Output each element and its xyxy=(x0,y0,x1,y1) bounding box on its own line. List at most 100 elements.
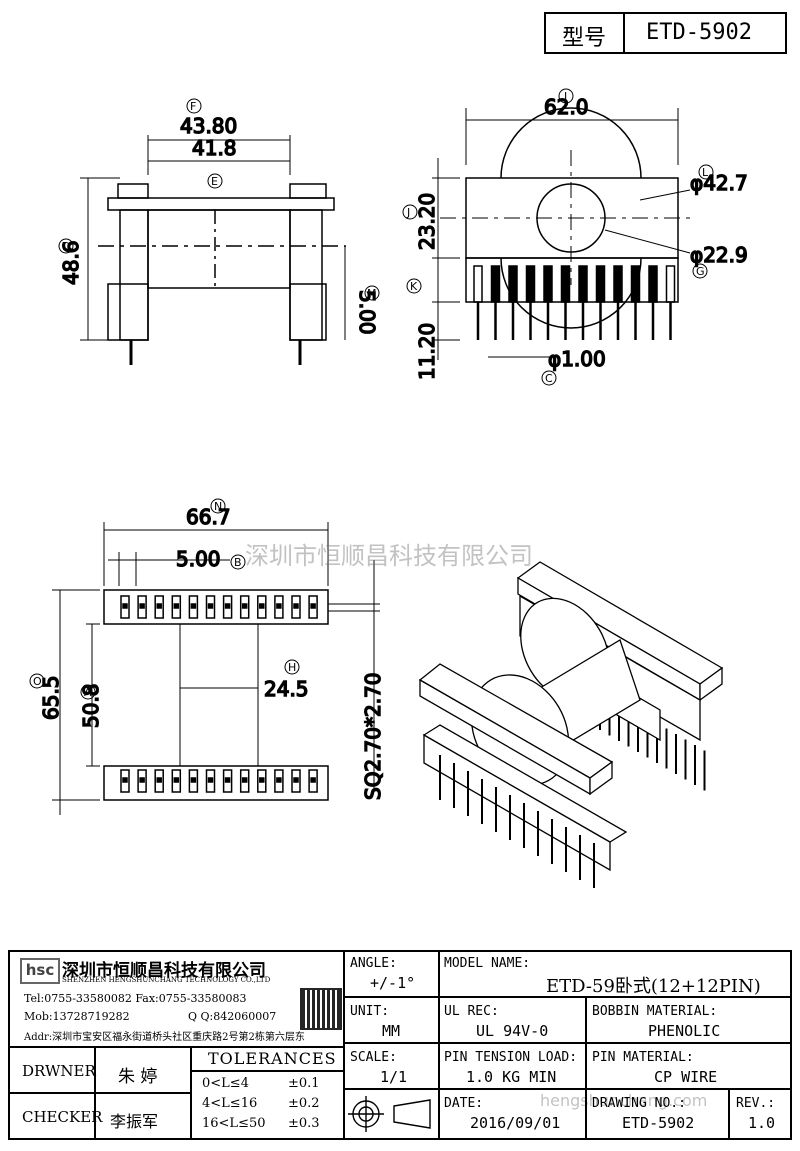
pin-square xyxy=(173,777,180,783)
pin-slot xyxy=(171,595,182,619)
scale-label: SCALE: xyxy=(350,1050,397,1065)
pin-socket xyxy=(630,265,641,303)
pin-slot xyxy=(137,595,147,619)
pin-slot xyxy=(188,769,199,793)
pin-square xyxy=(293,777,299,783)
pin-socket xyxy=(665,265,676,303)
tag-h: H xyxy=(284,659,300,675)
dim-pin-length: 11.20 xyxy=(415,323,439,380)
company-name-en: SHENZHEN HENGSHUNCHANG TECHNOLOGY CO.,LT… xyxy=(62,976,271,984)
pin-square xyxy=(259,777,265,783)
type-label: 型号 xyxy=(562,26,607,51)
pin-socket xyxy=(508,265,518,303)
pin-square xyxy=(207,777,214,783)
pin-slot xyxy=(120,595,130,619)
svg-text:G: G xyxy=(696,265,705,278)
pin-slot xyxy=(274,769,284,793)
tag-l: L xyxy=(698,164,714,180)
pin-square xyxy=(310,603,316,609)
dim-height: 48.6 xyxy=(59,240,83,285)
model-header: 型号 ETD-5902 xyxy=(544,12,787,54)
company-qq: Q Q:842060007 xyxy=(188,1010,277,1023)
angle-label: ANGLE: xyxy=(350,956,397,971)
pin-square xyxy=(224,603,231,609)
pin-slot xyxy=(137,769,147,793)
company-name: 深圳市恒顺昌科技有限公司 xyxy=(62,961,266,981)
drawno-value: ETD-5902 xyxy=(622,1114,695,1132)
pinmat-value: CP WIRE xyxy=(654,1068,718,1086)
title-block: hsc 深圳市恒顺昌科技有限公司 SHENZHEN HENGSHUNCHANG … xyxy=(8,950,792,1140)
svg-text:O: O xyxy=(33,675,42,688)
tag-a: A xyxy=(80,684,96,700)
pin-square xyxy=(190,777,197,783)
tolerance-value: ±0.2 xyxy=(288,1096,320,1111)
pin-slot xyxy=(205,769,216,793)
svg-text:L: L xyxy=(702,166,709,179)
pin-slot xyxy=(257,595,267,619)
pin-slot xyxy=(154,769,164,793)
pin-socket xyxy=(560,265,571,303)
technical-drawing: 43.80 41.8 48.6 5.00 F E D M 62.0 23.20 … xyxy=(29,88,748,888)
drawner-label: DRWNER xyxy=(22,1062,96,1080)
isometric-view xyxy=(418,561,724,888)
pin-square xyxy=(156,777,162,783)
tag-n: N xyxy=(210,498,226,514)
dim-front-width: 62.0 xyxy=(544,95,589,119)
svg-text:D: D xyxy=(62,240,70,253)
pin-slot xyxy=(308,769,318,793)
tolerance-value: ±0.3 xyxy=(288,1116,320,1131)
pin-square xyxy=(259,603,265,609)
tolerance-range: 0<L≤4 xyxy=(202,1076,249,1091)
model-value: ETD-59卧式(12+12PIN) xyxy=(546,976,761,997)
pin-slot xyxy=(291,595,301,619)
ulrec-value: UL 94V-0 xyxy=(476,1022,549,1040)
dim-bottom-row-span: 24.5 xyxy=(264,677,309,701)
date-label: DATE: xyxy=(444,1096,484,1111)
pin-slot xyxy=(222,595,233,619)
svg-text:F: F xyxy=(190,100,196,113)
pin-socket xyxy=(648,265,658,303)
tolerances-title: TOLERANCES xyxy=(208,1049,337,1068)
bobbin-value: PHENOLIC xyxy=(648,1022,721,1040)
svg-text:N: N xyxy=(214,500,222,513)
pin-slot xyxy=(257,769,267,793)
pin-slot xyxy=(239,595,250,619)
pin-slot xyxy=(239,769,250,793)
dim-outer-dia: φ42.7 xyxy=(690,171,748,195)
pin-socket xyxy=(473,265,483,303)
projection-symbol xyxy=(348,1096,431,1132)
pin-socket xyxy=(543,265,553,303)
pin-square xyxy=(276,603,282,609)
watermark-url: hengshunchang.com xyxy=(540,1091,708,1110)
pin-slot xyxy=(188,595,199,619)
svg-text:A: A xyxy=(84,686,92,699)
pin-square xyxy=(276,777,282,783)
pin-slot xyxy=(308,595,318,619)
svg-text:M: M xyxy=(367,287,377,300)
tag-o: O xyxy=(29,673,45,689)
unit-value: MM xyxy=(382,1022,401,1040)
pin-square xyxy=(224,777,231,783)
dim-top-height: 23.20 xyxy=(415,193,439,250)
pin-socket xyxy=(490,265,501,303)
unit-label: UNIT: xyxy=(350,1004,390,1019)
tag-e: E xyxy=(207,173,223,189)
rev-label: REV.: xyxy=(736,1096,776,1111)
tag-m: M xyxy=(364,285,380,301)
tolerance-range: 16<L≤50 xyxy=(202,1116,266,1131)
tolerance-value: ±0.1 xyxy=(288,1076,320,1091)
svg-text:I: I xyxy=(564,90,567,103)
angle-value: +/-1° xyxy=(370,974,416,992)
tension-value: 1.0 KG MIN xyxy=(466,1068,557,1086)
pin-square xyxy=(156,603,162,609)
company-mob: Mob:13728719282 xyxy=(24,1010,130,1023)
tolerance-range: 4<L≤16 xyxy=(202,1096,258,1111)
tag-k: K xyxy=(406,278,422,294)
scale-value: 1/1 xyxy=(380,1068,408,1086)
pin-square xyxy=(241,777,248,783)
svg-text:C: C xyxy=(545,372,553,385)
pin-square xyxy=(139,777,145,783)
front-view xyxy=(432,107,691,360)
pin-slot xyxy=(274,595,284,619)
checker-value: 李振军 xyxy=(110,1112,159,1131)
